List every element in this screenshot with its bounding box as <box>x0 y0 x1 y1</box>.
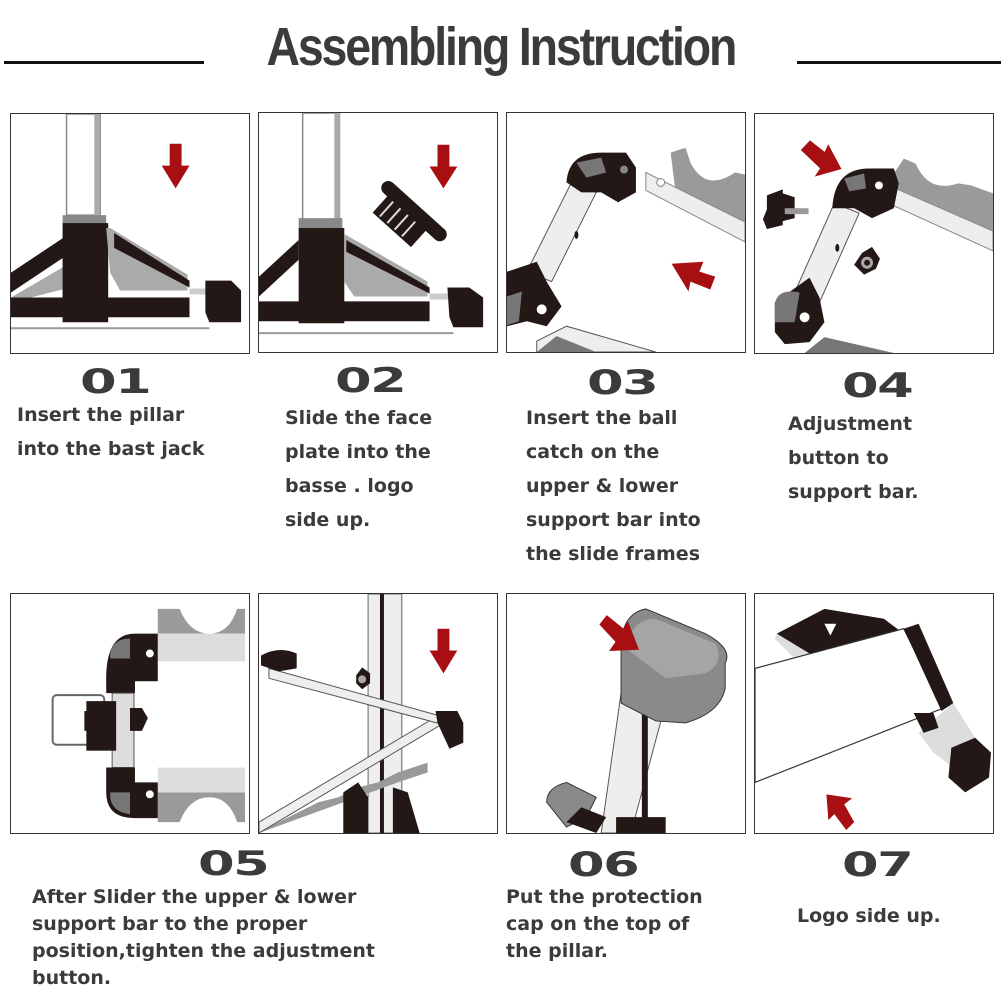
step-5-illustration <box>10 593 250 834</box>
face-plate-icon-part <box>372 180 447 248</box>
step-3-illustration <box>506 112 746 353</box>
page-title: Assembling Instruction <box>266 17 737 77</box>
face-plate-icon <box>259 113 484 335</box>
step-7-illustration <box>754 593 994 834</box>
slider-frame-icon <box>51 608 246 823</box>
logo-side-icon <box>755 608 992 831</box>
arrow-down-icon <box>161 143 190 189</box>
step-4-number: 04 <box>842 366 914 406</box>
step-7-number: 07 <box>842 845 914 885</box>
pillar-base-icon <box>11 114 242 330</box>
arrow-down-icon <box>429 144 458 189</box>
step-2-number: 02 <box>335 361 407 401</box>
arrow-left-up-icon <box>671 261 716 292</box>
title-rule-left <box>4 61 204 64</box>
step-4-text: Adjustment button to support bar. <box>788 413 919 503</box>
ball-catch-icon <box>507 147 745 352</box>
arrow-right-down-icon <box>800 140 842 177</box>
step-1-illustration <box>10 113 250 354</box>
step-7-text: Logo side up. <box>797 905 941 927</box>
arrow-right-down-icon <box>599 615 640 652</box>
step-6-number: 06 <box>568 845 640 885</box>
title-rule-right <box>797 61 1001 64</box>
step-2-illustration <box>258 112 498 353</box>
step-6-text: Put the protection cap on the top of the… <box>506 886 703 962</box>
step-4-illustration <box>754 113 994 354</box>
step-5-number: 05 <box>198 844 270 884</box>
step-3-number: 03 <box>587 363 659 403</box>
protection-cap-icon <box>546 608 728 833</box>
step-3-text: Insert the ball catch on the upper & low… <box>526 407 701 565</box>
slider-frame-icon-2 <box>259 594 464 833</box>
step-1-number: 01 <box>80 362 152 402</box>
step-5-text: After Slider the upper & lower support b… <box>32 886 375 989</box>
adjustment-button-icon <box>762 140 993 353</box>
step-6-illustration <box>258 593 498 834</box>
step-1-text: Insert the pillar into the bast jack <box>17 404 205 460</box>
arrow-down-icon <box>429 628 458 674</box>
step-2-text: Slide the face plate into the basse . lo… <box>285 407 433 531</box>
step-6-cap-illustration <box>506 593 746 834</box>
